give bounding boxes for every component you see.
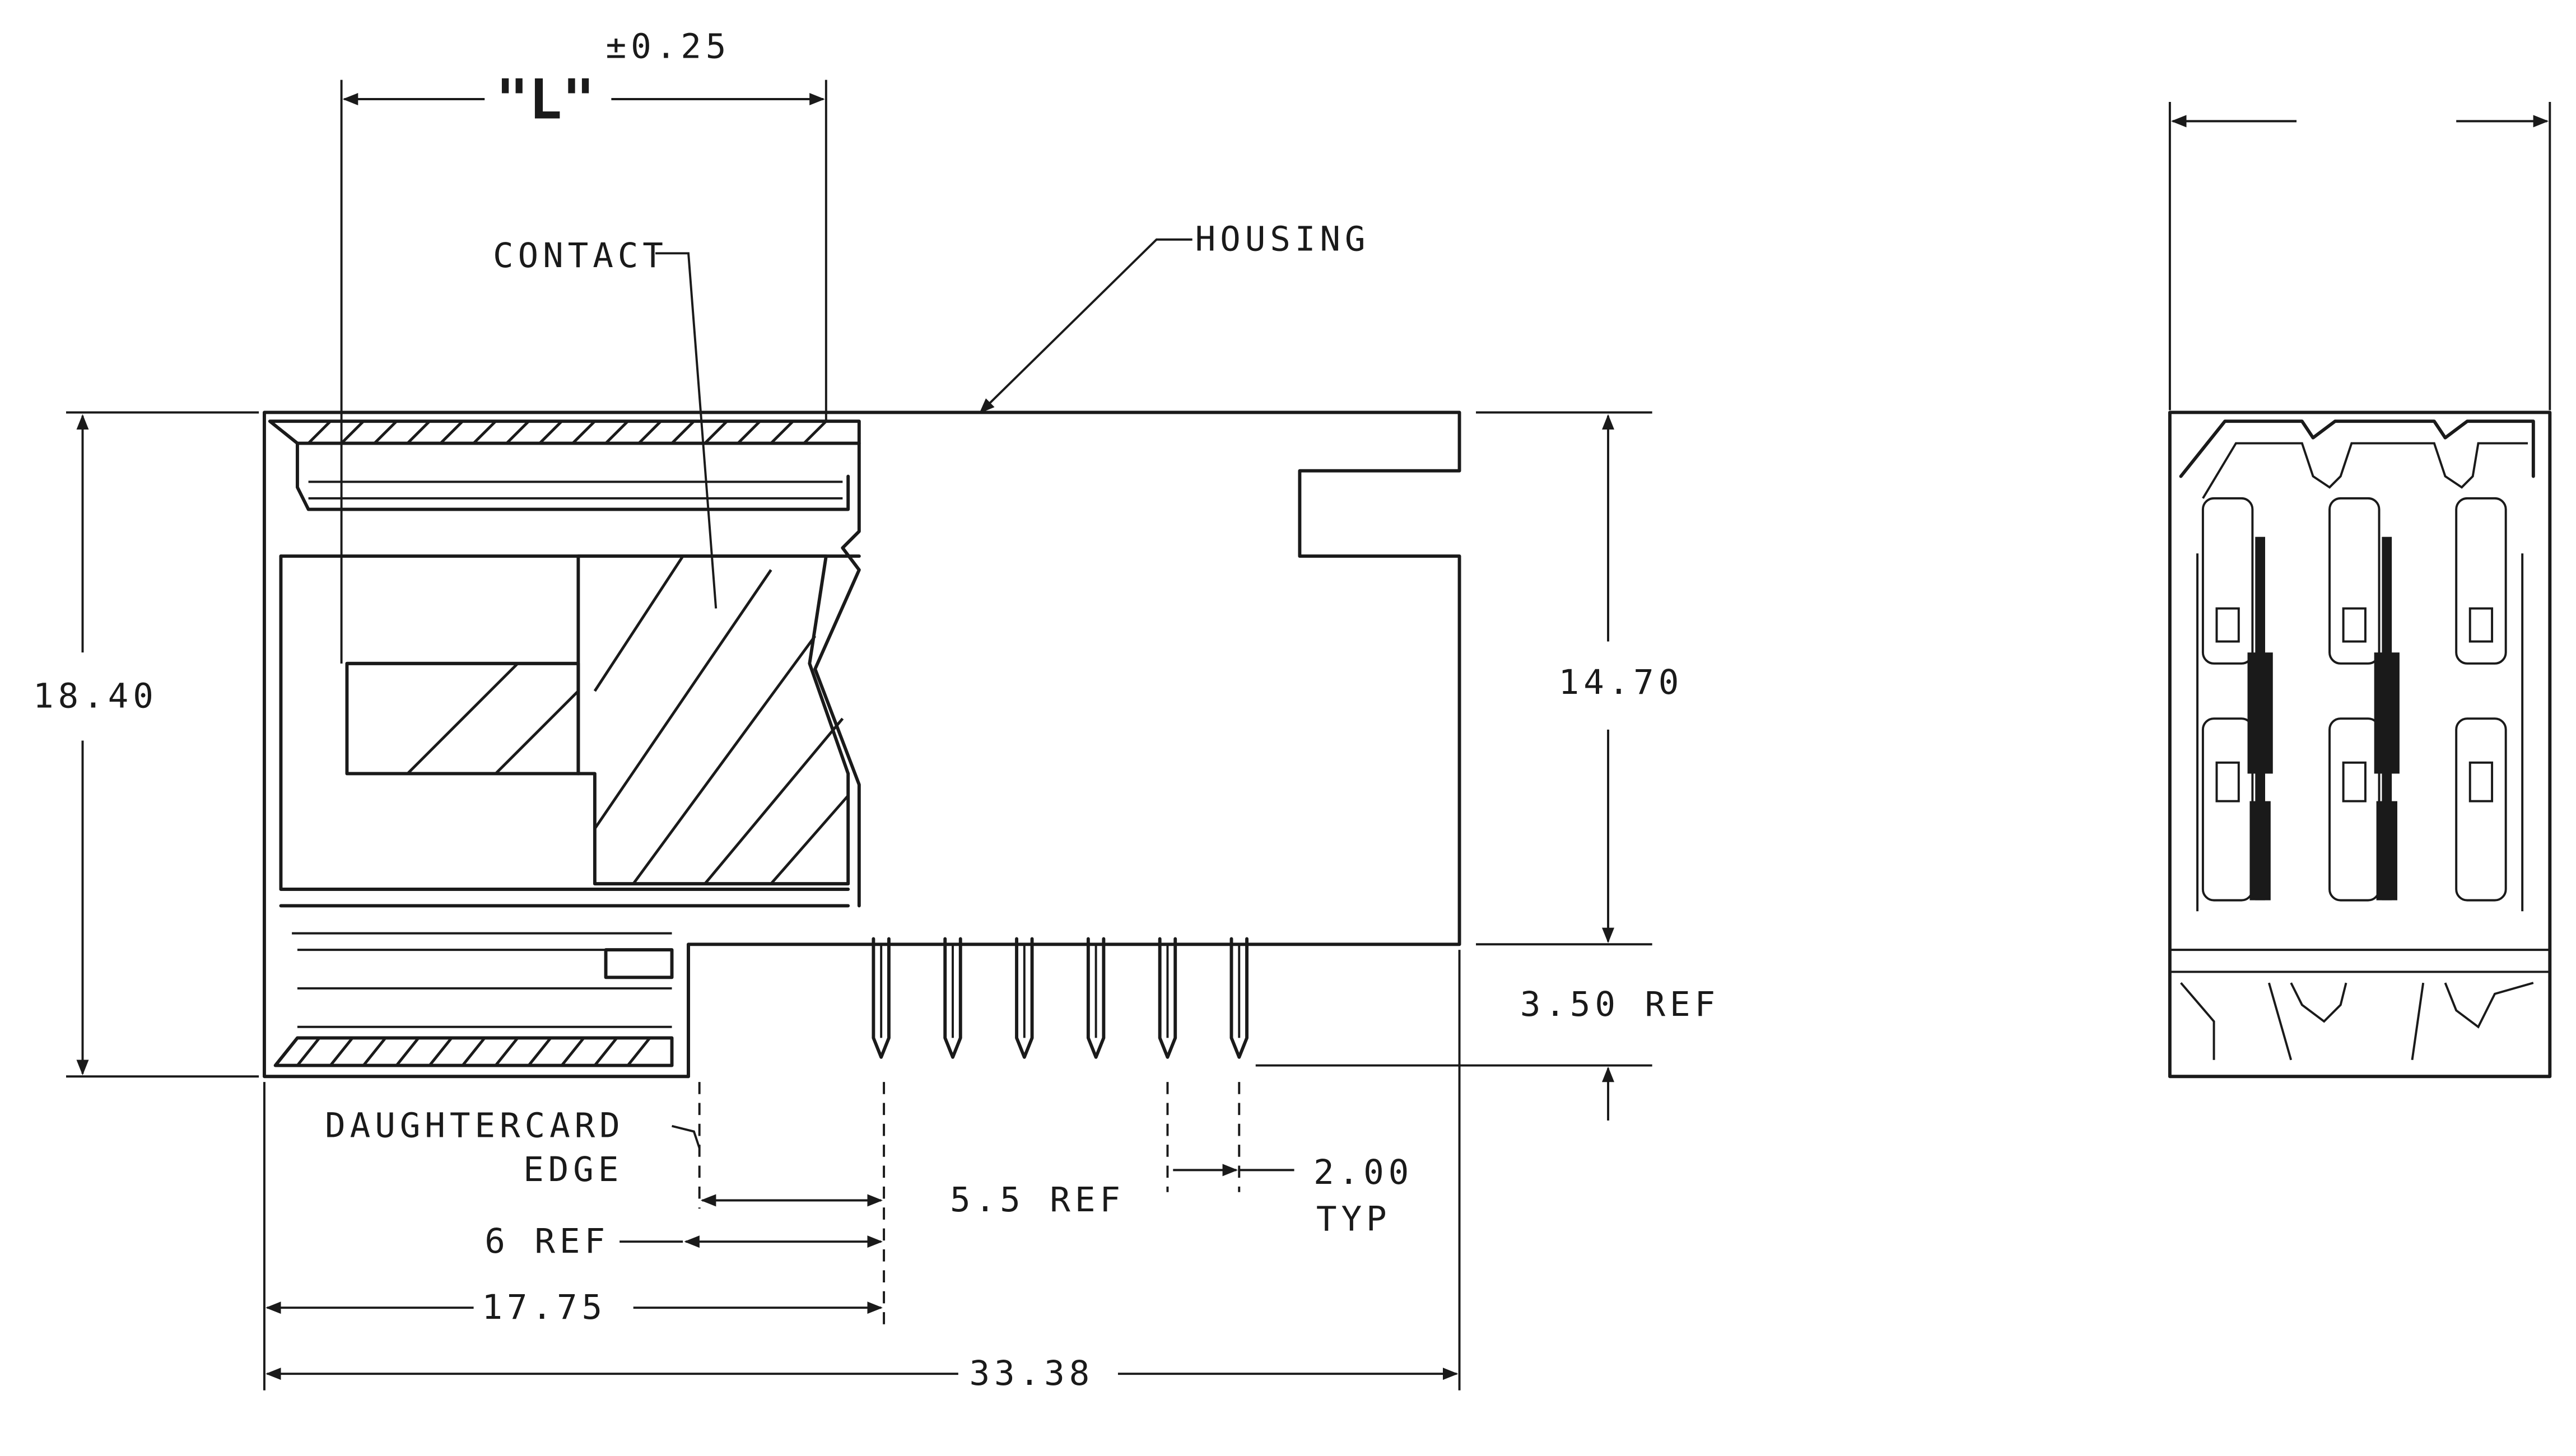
pin-row — [872, 937, 1249, 1059]
offset-6-label: 6 REF — [485, 1221, 609, 1261]
height-14-70-label: 14.70 — [1559, 662, 1684, 702]
contact-label: CONTACT — [493, 236, 668, 276]
end-slot-window — [2215, 607, 2240, 643]
width-17-75-label: 17.75 — [482, 1287, 607, 1327]
top-hatch-lines — [307, 420, 827, 445]
end-contact-body — [2374, 652, 2400, 774]
housing-label: HOUSING — [1195, 219, 1370, 259]
end-slot-lower — [2201, 717, 2254, 902]
pin — [1229, 937, 1249, 1059]
end-view — [2168, 101, 2552, 1079]
end-slot-window — [2342, 761, 2367, 802]
contact-cavity — [279, 554, 850, 891]
contact-body — [345, 554, 850, 886]
daughtercard-label-line2: EDGE — [523, 1150, 623, 1189]
end-contact-tail — [2376, 801, 2397, 900]
end-view-contacts — [2247, 536, 2400, 900]
pin — [872, 937, 891, 1059]
daughtercard-label-line1: DAUGHTERCARD — [325, 1105, 625, 1145]
end-slot-window — [2468, 607, 2494, 643]
height-18-40-label: 18.40 — [33, 676, 158, 716]
end-contact-body — [2247, 652, 2273, 774]
end-slot-lower — [2328, 717, 2381, 902]
offset-5-5-label: 5.5 REF — [950, 1180, 1125, 1220]
end-slot-window — [2342, 607, 2367, 643]
dimensions: "L" ±0.25 CONTACT HOUSING 18.40 14.70 3.… — [33, 26, 1720, 1393]
end-contact-tail — [2249, 801, 2271, 900]
end-slot-upper — [2328, 497, 2381, 665]
pin — [943, 937, 962, 1059]
pin-length-label: 3.50 REF — [1520, 984, 1720, 1024]
bottom-hatch-lines — [296, 1037, 651, 1067]
end-view-outline — [2168, 410, 2552, 1079]
pin — [1158, 937, 1177, 1059]
end-slot-window — [2215, 761, 2240, 802]
end-slot-window — [2468, 761, 2494, 802]
pitch-note-label: TYP — [1316, 1200, 1391, 1239]
side-view — [262, 410, 1461, 1079]
pin — [1015, 937, 1034, 1059]
tolerance-label: ±0.25 — [606, 26, 731, 66]
end-slot-lower — [2455, 717, 2507, 902]
l-dimension-label: "L" — [496, 68, 595, 132]
end-slot-upper — [2455, 497, 2507, 665]
housing-outline — [262, 410, 1461, 1079]
width-33-38-label: 33.38 — [969, 1354, 1094, 1393]
pin — [1086, 937, 1106, 1059]
end-slot-upper — [2201, 497, 2254, 665]
bottom-hatched-band — [273, 1036, 674, 1067]
pitch-value-label: 2.00 — [1313, 1152, 1413, 1192]
contact-hatch — [406, 555, 850, 885]
